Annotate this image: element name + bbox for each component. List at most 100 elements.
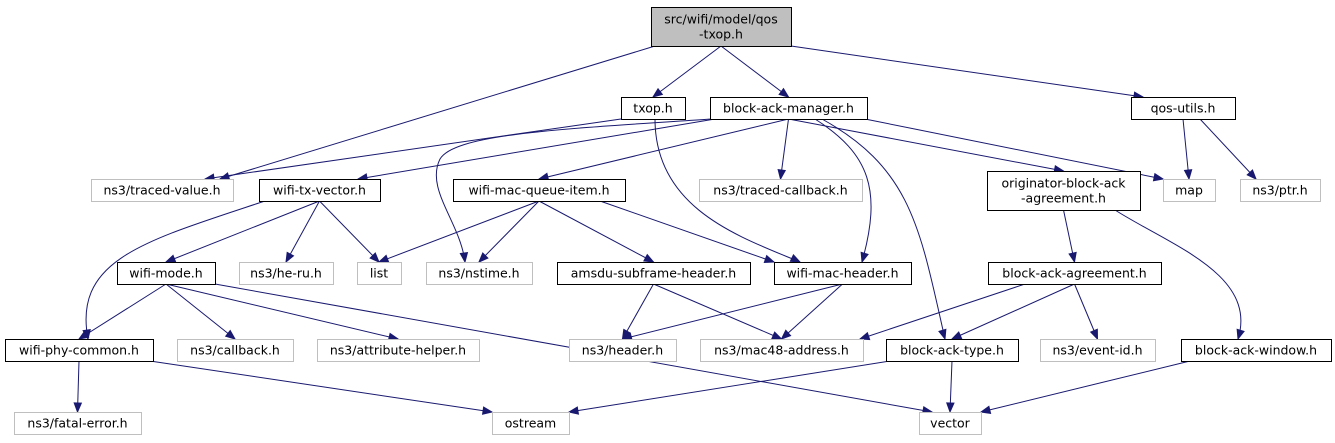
node-root[interactable]: src/wifi/model/qos-txop.h [651,7,792,47]
edge-block_ack_manager-to-wifi_mac_queue_item [537,118,789,181]
node-label: wifi-mac-queue-item.h [468,183,609,198]
node-vector[interactable]: vector [919,412,982,435]
node-label: wifi-mode.h [129,266,202,281]
node-callback[interactable]: ns3/callback.h [177,339,294,362]
node-mac48[interactable]: ns3/mac48-address.h [700,339,864,362]
node-label: vector [930,416,971,431]
node-label: ns3/mac48-address.h [714,343,849,358]
node-fatal-error[interactable]: ns3/fatal-error.h [14,412,142,435]
node-box [988,262,1162,285]
edge-qos_utils-to-ptr [1199,118,1257,180]
node-wifi-mac-queue-item[interactable]: wifi-mac-queue-item.h [453,179,626,202]
edge-line [653,283,782,340]
arrowhead [1068,251,1077,264]
node-label: -agreement.h [1021,191,1106,206]
node-box [651,7,792,47]
edge-line [478,200,540,263]
edge-block_ack_window-to-vector [979,360,1191,414]
node-block-ack-window[interactable]: block-ack-window.h [1181,339,1332,362]
arrowhead [73,402,83,414]
node-block-ack-type[interactable]: block-ack-type.h [886,339,1019,362]
edge-wifi_mode-to-callback [165,283,237,340]
edge-line [538,200,654,263]
node-he-ru[interactable]: ns3/he-ru.h [239,262,334,285]
node-box [1181,339,1332,362]
node-amsdu[interactable]: amsdu-subframe-header.h [557,262,751,285]
nodes-layer: src/wifi/model/qos-txop.h txop.h block-ack… [5,7,1332,435]
node-header[interactable]: ns3/header.h [569,339,677,362]
edge-line [788,118,1064,172]
arrowhead [224,329,237,340]
node-event-id[interactable]: ns3/event-id.h [1040,339,1156,362]
node-list[interactable]: list [357,262,402,285]
node-label: list [370,266,388,281]
node-label: wifi-tx-vector.h [273,183,366,198]
node-wifi-tx-vector[interactable]: wifi-tx-vector.h [259,179,381,202]
edge-wifi_mac_queue_item-to-wifi_mac_header [599,200,776,263]
node-box [426,262,533,285]
arrowhead [938,328,947,341]
node-box [621,97,686,120]
node-label: ns3/nstime.h [438,266,519,281]
edge-block_ack_manager-to-nstime [435,118,713,264]
node-label: ns3/header.h [582,343,663,358]
node-txop[interactable]: txop.h [621,97,686,120]
edge-line [319,200,380,263]
node-originator[interactable]: originator-block-ack-agreement.h [987,171,1141,211]
node-wifi-mac-header[interactable]: wifi-mac-header.h [774,262,912,285]
node-wifi-mode[interactable]: wifi-mode.h [117,262,216,285]
node-traced-callback[interactable]: ns3/traced-callback.h [699,179,863,202]
edge-line [622,283,654,340]
edge-line [165,283,399,340]
arrowhead [377,254,390,263]
node-label: wifi-phy-common.h [19,343,139,358]
arrowhead [858,331,871,341]
edge-line [599,200,775,263]
edge-root-to-traced_value [218,45,656,181]
edge-wifi_mode-to-wifi_phy_common [77,283,167,340]
node-label: map [1175,183,1203,198]
edge-qos_utils-to-map [1182,118,1193,181]
edge-block_ack_agreement-to-event_id [1074,283,1099,341]
edge-line [357,118,716,180]
node-box [357,262,402,285]
edge-line [790,45,1144,98]
arrowhead [946,402,955,414]
node-traced-value[interactable]: ns3/traced-value.h [91,179,234,202]
node-box [5,339,154,362]
node-box [1163,179,1216,202]
edge-line [219,45,656,180]
edge-wifi_mac_queue_item-to-amsdu [538,200,655,263]
edge-wifi_tx_vector-to-wifi_mode [164,200,320,263]
node-label: ostream [505,416,556,431]
edge-block_ack_manager-to-map [864,118,1165,182]
node-wifi-phy-common[interactable]: wifi-phy-common.h [5,339,154,362]
node-label: wifi-mac-header.h [786,266,898,281]
node-label: ns3/fatal-error.h [27,416,127,431]
node-map[interactable]: map [1163,179,1216,202]
edge-line [1074,283,1098,340]
node-qos-utils[interactable]: qos-utils.h [1131,97,1236,120]
node-box [700,339,864,362]
edge-line [951,283,1075,340]
node-ostream[interactable]: ostream [492,412,570,435]
edge-line [864,118,1164,180]
arrowhead [1246,169,1257,180]
node-nstime[interactable]: ns3/nstime.h [426,262,533,285]
edge-line [780,118,789,180]
edge-root-to-qos_utils [790,45,1145,100]
node-attribute-helper[interactable]: ns3/attribute-helper.h [317,339,480,362]
node-box [710,97,868,120]
edge-wifi_mode-to-attribute_helper [165,283,400,342]
edge-wifi_mac_header-to-mac48 [780,283,843,340]
node-label: -txop.h [699,27,743,42]
node-block-ack-manager[interactable]: block-ack-manager.h [710,97,868,120]
node-label: ns3/traced-value.h [103,183,220,198]
node-ptr[interactable]: ns3/ptr.h [1240,179,1321,202]
edge-line [78,283,167,340]
arrowhead [164,254,177,263]
node-block-ack-agreement[interactable]: block-ack-agreement.h [988,262,1162,285]
arrowhead [979,405,992,414]
edge-block_ack_type-to-vector [946,360,955,414]
